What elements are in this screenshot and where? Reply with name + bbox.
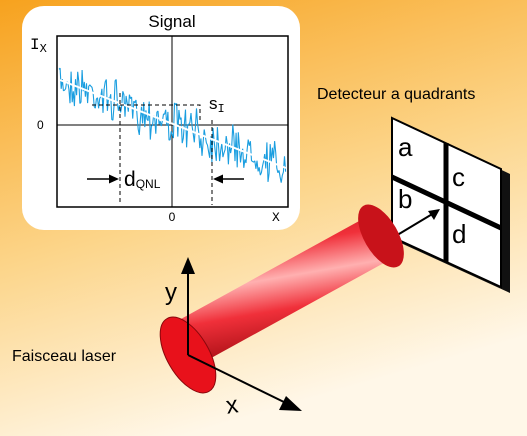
inset-panel: [22, 6, 300, 230]
dqnl-arrowhead-left: [109, 174, 119, 184]
beam-far-end: [358, 204, 404, 268]
coordinate-axes: y x: [165, 257, 302, 420]
detector-pointer-arrow: [393, 212, 435, 238]
inset-title: Signal: [148, 12, 195, 31]
axis-y-label: y: [165, 279, 177, 306]
laser-label: Faisceau laser: [12, 348, 117, 365]
quadrant-detector: Detecteur a quadrants a b c d: [317, 86, 510, 293]
beam-body: [170, 215, 393, 368]
quadrant-d-label: d: [452, 219, 466, 249]
y-axis-label-sub: X: [40, 42, 47, 56]
y-axis-arrowhead: [181, 257, 195, 274]
dqnl-label-sub: QNL: [136, 177, 161, 191]
signal-trace: [58, 67, 287, 183]
quadrant-c-label: c: [452, 162, 465, 192]
detector-title: Detecteur a quadrants: [317, 86, 475, 103]
axis-x-label: x: [224, 391, 240, 419]
x-axis-line: [187, 354, 289, 405]
dqnl-arrowhead-right: [213, 174, 223, 184]
x-axis-arrowhead: [279, 396, 302, 411]
slope-label: sI: [209, 94, 225, 116]
quadrant-b-label: b: [398, 184, 412, 214]
signal-inset: Signal IX 0 0 X sI dQNL: [22, 6, 300, 230]
y-axis-label: IX: [30, 36, 47, 56]
detector-pointer-arrowhead: [428, 209, 440, 220]
x-zero-label: 0: [169, 210, 176, 224]
slope-dashed-guide: [92, 104, 201, 122]
quadrant-a-label: a: [398, 132, 413, 162]
dqnl-label: dQNL: [124, 168, 161, 191]
slope-label-sub: I: [218, 102, 225, 116]
x-axis-label: X: [272, 210, 280, 225]
detector-divider-horizontal: [390, 174, 503, 231]
trend-line: [59, 79, 287, 169]
y-zero-label: 0: [37, 118, 44, 132]
